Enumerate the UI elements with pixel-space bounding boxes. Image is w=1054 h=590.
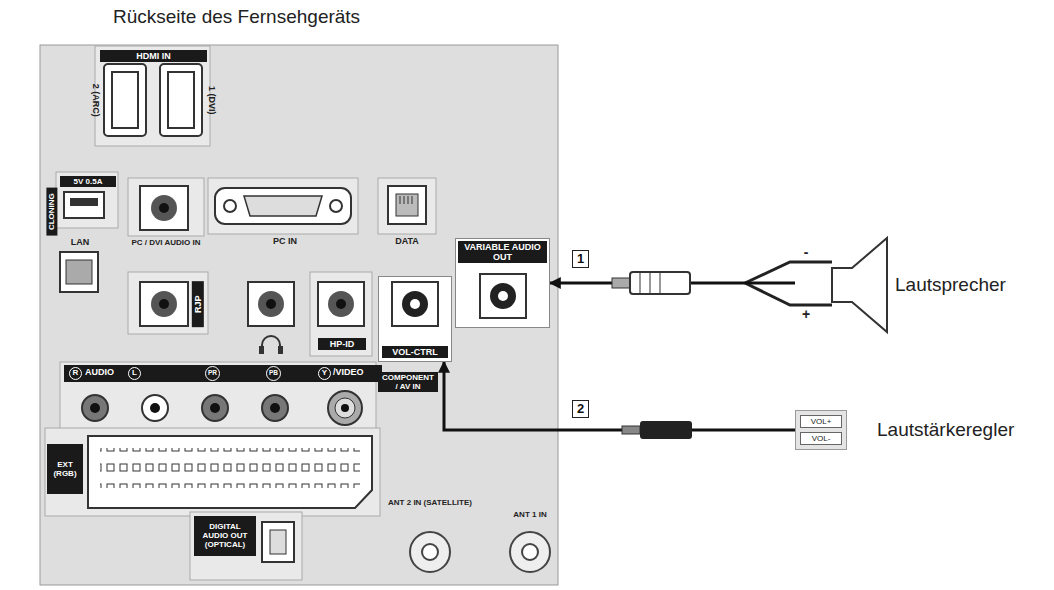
port-label: PC / DVI AUDIO IN xyxy=(126,238,206,247)
vol-ctrl-jack-box: VOL-CTRL xyxy=(378,276,452,362)
port-label: ANT 1 IN xyxy=(495,510,565,519)
port-label-bar: VOL-CTRL xyxy=(382,346,448,358)
device-name: Lautsprecher xyxy=(895,274,1006,296)
port-label-bar: DIGITAL AUDIO OUT (OPTICAL) xyxy=(194,516,256,556)
port-label-bar: CLONING xyxy=(46,188,57,236)
port-label: 2 (ARC) xyxy=(91,67,101,133)
port-label-bar: RJP xyxy=(192,281,204,327)
channel-letter: PR xyxy=(205,366,220,381)
audio-out-jack-box: VARIABLE AUDIO OUT xyxy=(455,238,550,328)
diagram-title: Rückseite des Fernsehgeräts xyxy=(113,6,360,28)
port-label: PC IN xyxy=(245,236,325,246)
port-label-bar: EXT (RGB) xyxy=(47,444,83,494)
speaker: Lautsprecher xyxy=(795,240,1045,330)
port-label: LAN xyxy=(60,237,100,247)
callout-number: 1 xyxy=(572,250,589,268)
callout-number: 2 xyxy=(572,400,589,418)
port-label: DATA xyxy=(378,236,436,246)
channel-letter: R xyxy=(69,367,82,380)
volume-button: VOL- xyxy=(800,432,842,445)
port-label: /VIDEO xyxy=(333,367,379,377)
port-label: AUDIO xyxy=(85,367,125,377)
volume-control: VOL+ VOL- Lautstärkeregler xyxy=(795,395,1045,465)
port-label: + xyxy=(800,306,812,322)
port-label-bar: HP-ID xyxy=(318,338,366,350)
control-panel: VOL+ VOL- xyxy=(795,410,847,450)
volume-button: VOL+ xyxy=(800,415,842,428)
channel-letter: PB xyxy=(266,366,281,381)
port-label-bar: HDMI IN xyxy=(100,50,207,62)
port-label: 1 (DVI) xyxy=(207,67,217,133)
port-label-bar: COMPONENT / AV IN xyxy=(378,372,438,392)
device-name: Lautstärkeregler xyxy=(877,419,1014,441)
port-label-bar: VARIABLE AUDIO OUT xyxy=(458,241,547,263)
channel-letter: Y xyxy=(318,367,331,380)
port-label-bar: 5V 0.5A xyxy=(60,176,116,187)
channel-letter: L xyxy=(128,367,141,380)
port-label: - xyxy=(800,244,812,260)
cable-connector xyxy=(444,362,795,430)
port-label: ANT 2 IN (SATELLITE) xyxy=(384,498,476,507)
